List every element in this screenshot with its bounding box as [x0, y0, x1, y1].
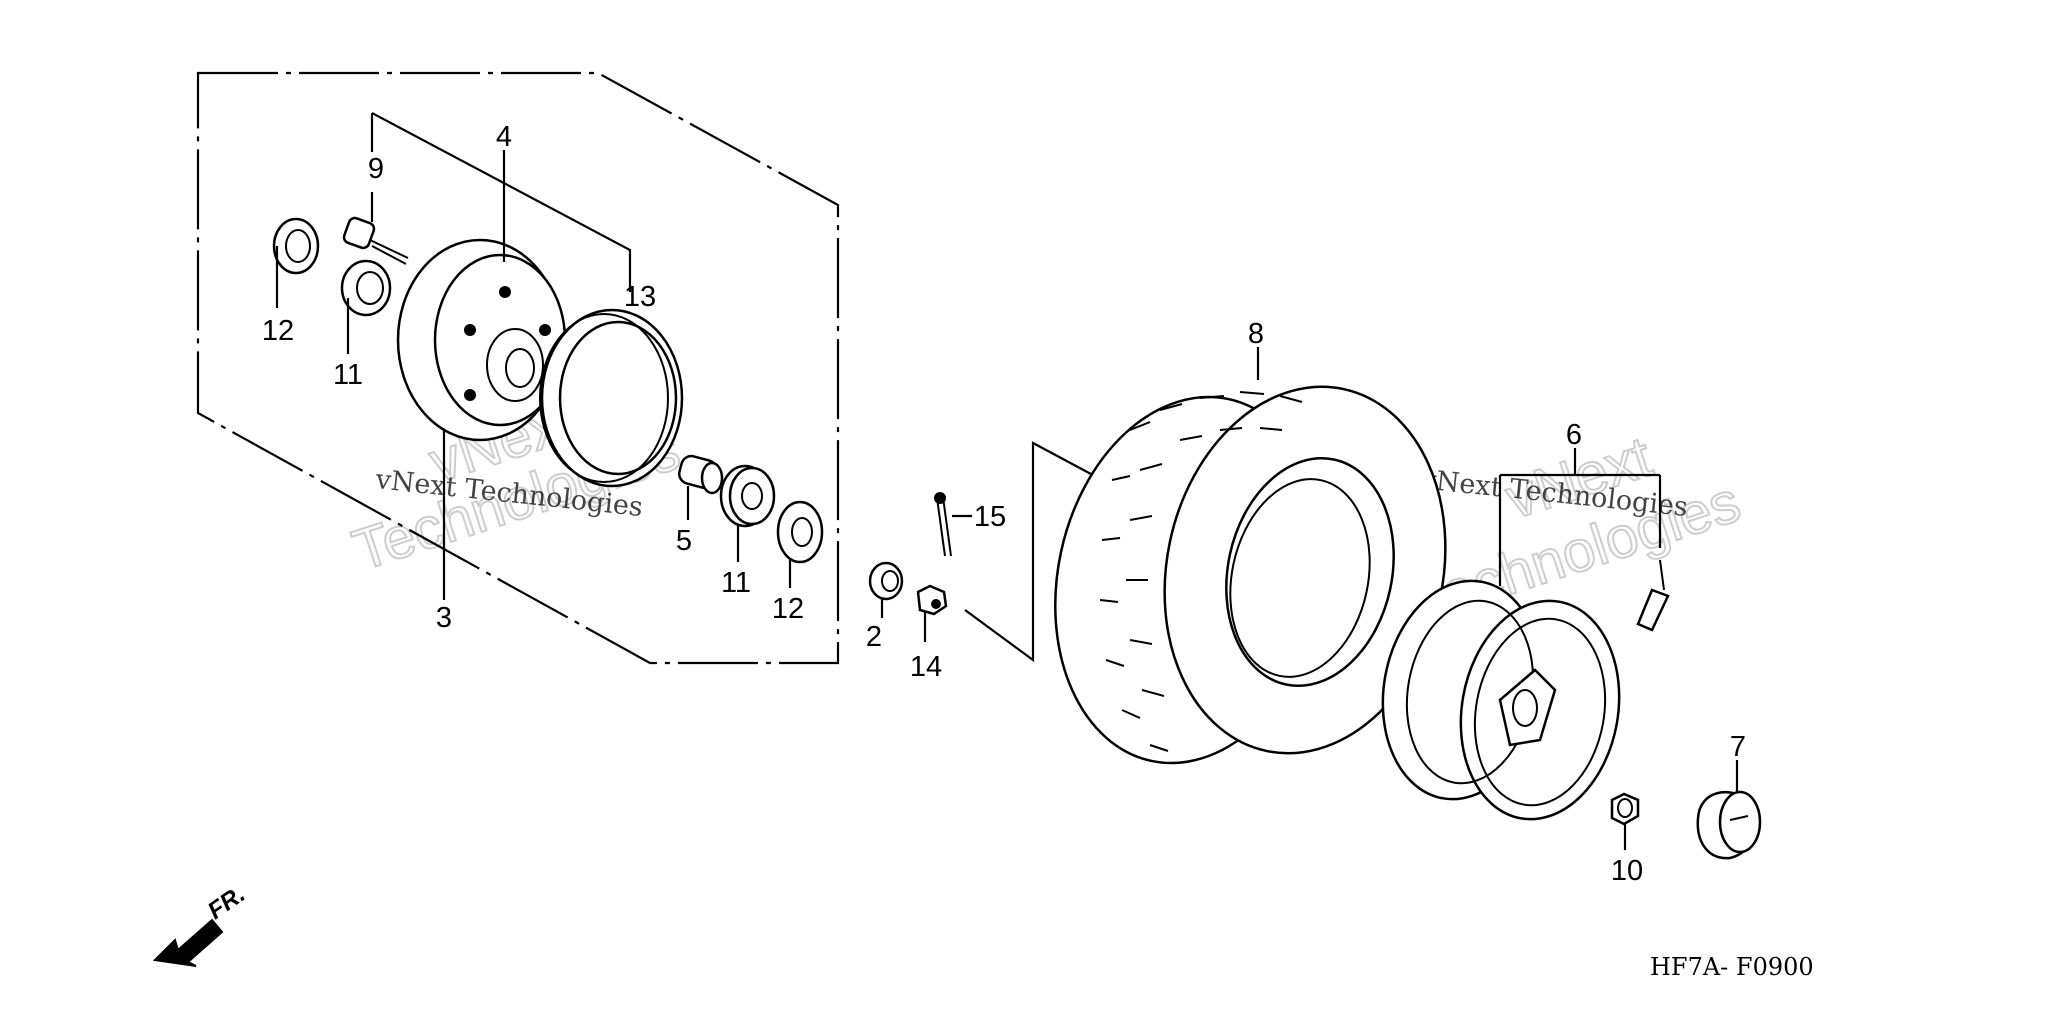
leader-9-13: [371, 112, 632, 292]
callout-13: 13: [624, 281, 656, 313]
part-11-bearing-right: [719, 464, 776, 562]
callout-9: 9: [368, 153, 384, 185]
callout-8: 8: [1248, 318, 1264, 350]
diagram-code: HF7A- F0900: [1650, 953, 1814, 981]
callout-11-left: 11: [333, 359, 363, 391]
part-8-tire: [1054, 347, 1447, 765]
part-14-castle-nut: [916, 584, 948, 642]
callout-5: 5: [676, 525, 692, 557]
callout-15: 15: [974, 501, 1006, 533]
hub-assembly-box: [196, 71, 840, 665]
callout-14: 14: [910, 651, 942, 683]
callout-10: 10: [1611, 855, 1643, 887]
leader-6: [1498, 448, 1662, 586]
part-12-seal-left: [272, 217, 320, 308]
callout-4: 4: [496, 121, 512, 153]
callout-2: 2: [866, 621, 882, 653]
front-direction-arrow-icon: FR.: [152, 881, 250, 967]
callout-3: 3: [436, 602, 452, 634]
callout-12-right: 12: [772, 593, 804, 625]
tire-tread: [1099, 391, 1303, 752]
callout-12-left: 12: [262, 315, 294, 347]
part-11-bearing-left: [340, 259, 392, 354]
valve-stem: [1636, 559, 1670, 632]
callout-6: 6: [1566, 419, 1582, 451]
front-direction-label: FR.: [203, 881, 250, 925]
part-7-hub-cap: [1696, 760, 1762, 860]
callout-7: 7: [1730, 731, 1746, 763]
callouts: 2 3 4 5 6 7 8 9 10 11 11 12 12 13 14 15: [262, 121, 1746, 887]
part-12-seal-right: [776, 500, 824, 588]
part-15-cotter-pin: [934, 492, 972, 557]
part-5-collar: [677, 454, 724, 520]
part-6-rim: [1381, 579, 1621, 821]
part-2-washer: [868, 561, 904, 618]
callout-11-right: 11: [721, 567, 751, 599]
part-13-ring: [539, 308, 684, 488]
part-10-lug-nut: [1610, 792, 1640, 850]
leader-tire-bracket: [964, 441, 1135, 663]
part-4-hub: [396, 150, 567, 442]
part-9-hub-bolt: [342, 192, 409, 265]
